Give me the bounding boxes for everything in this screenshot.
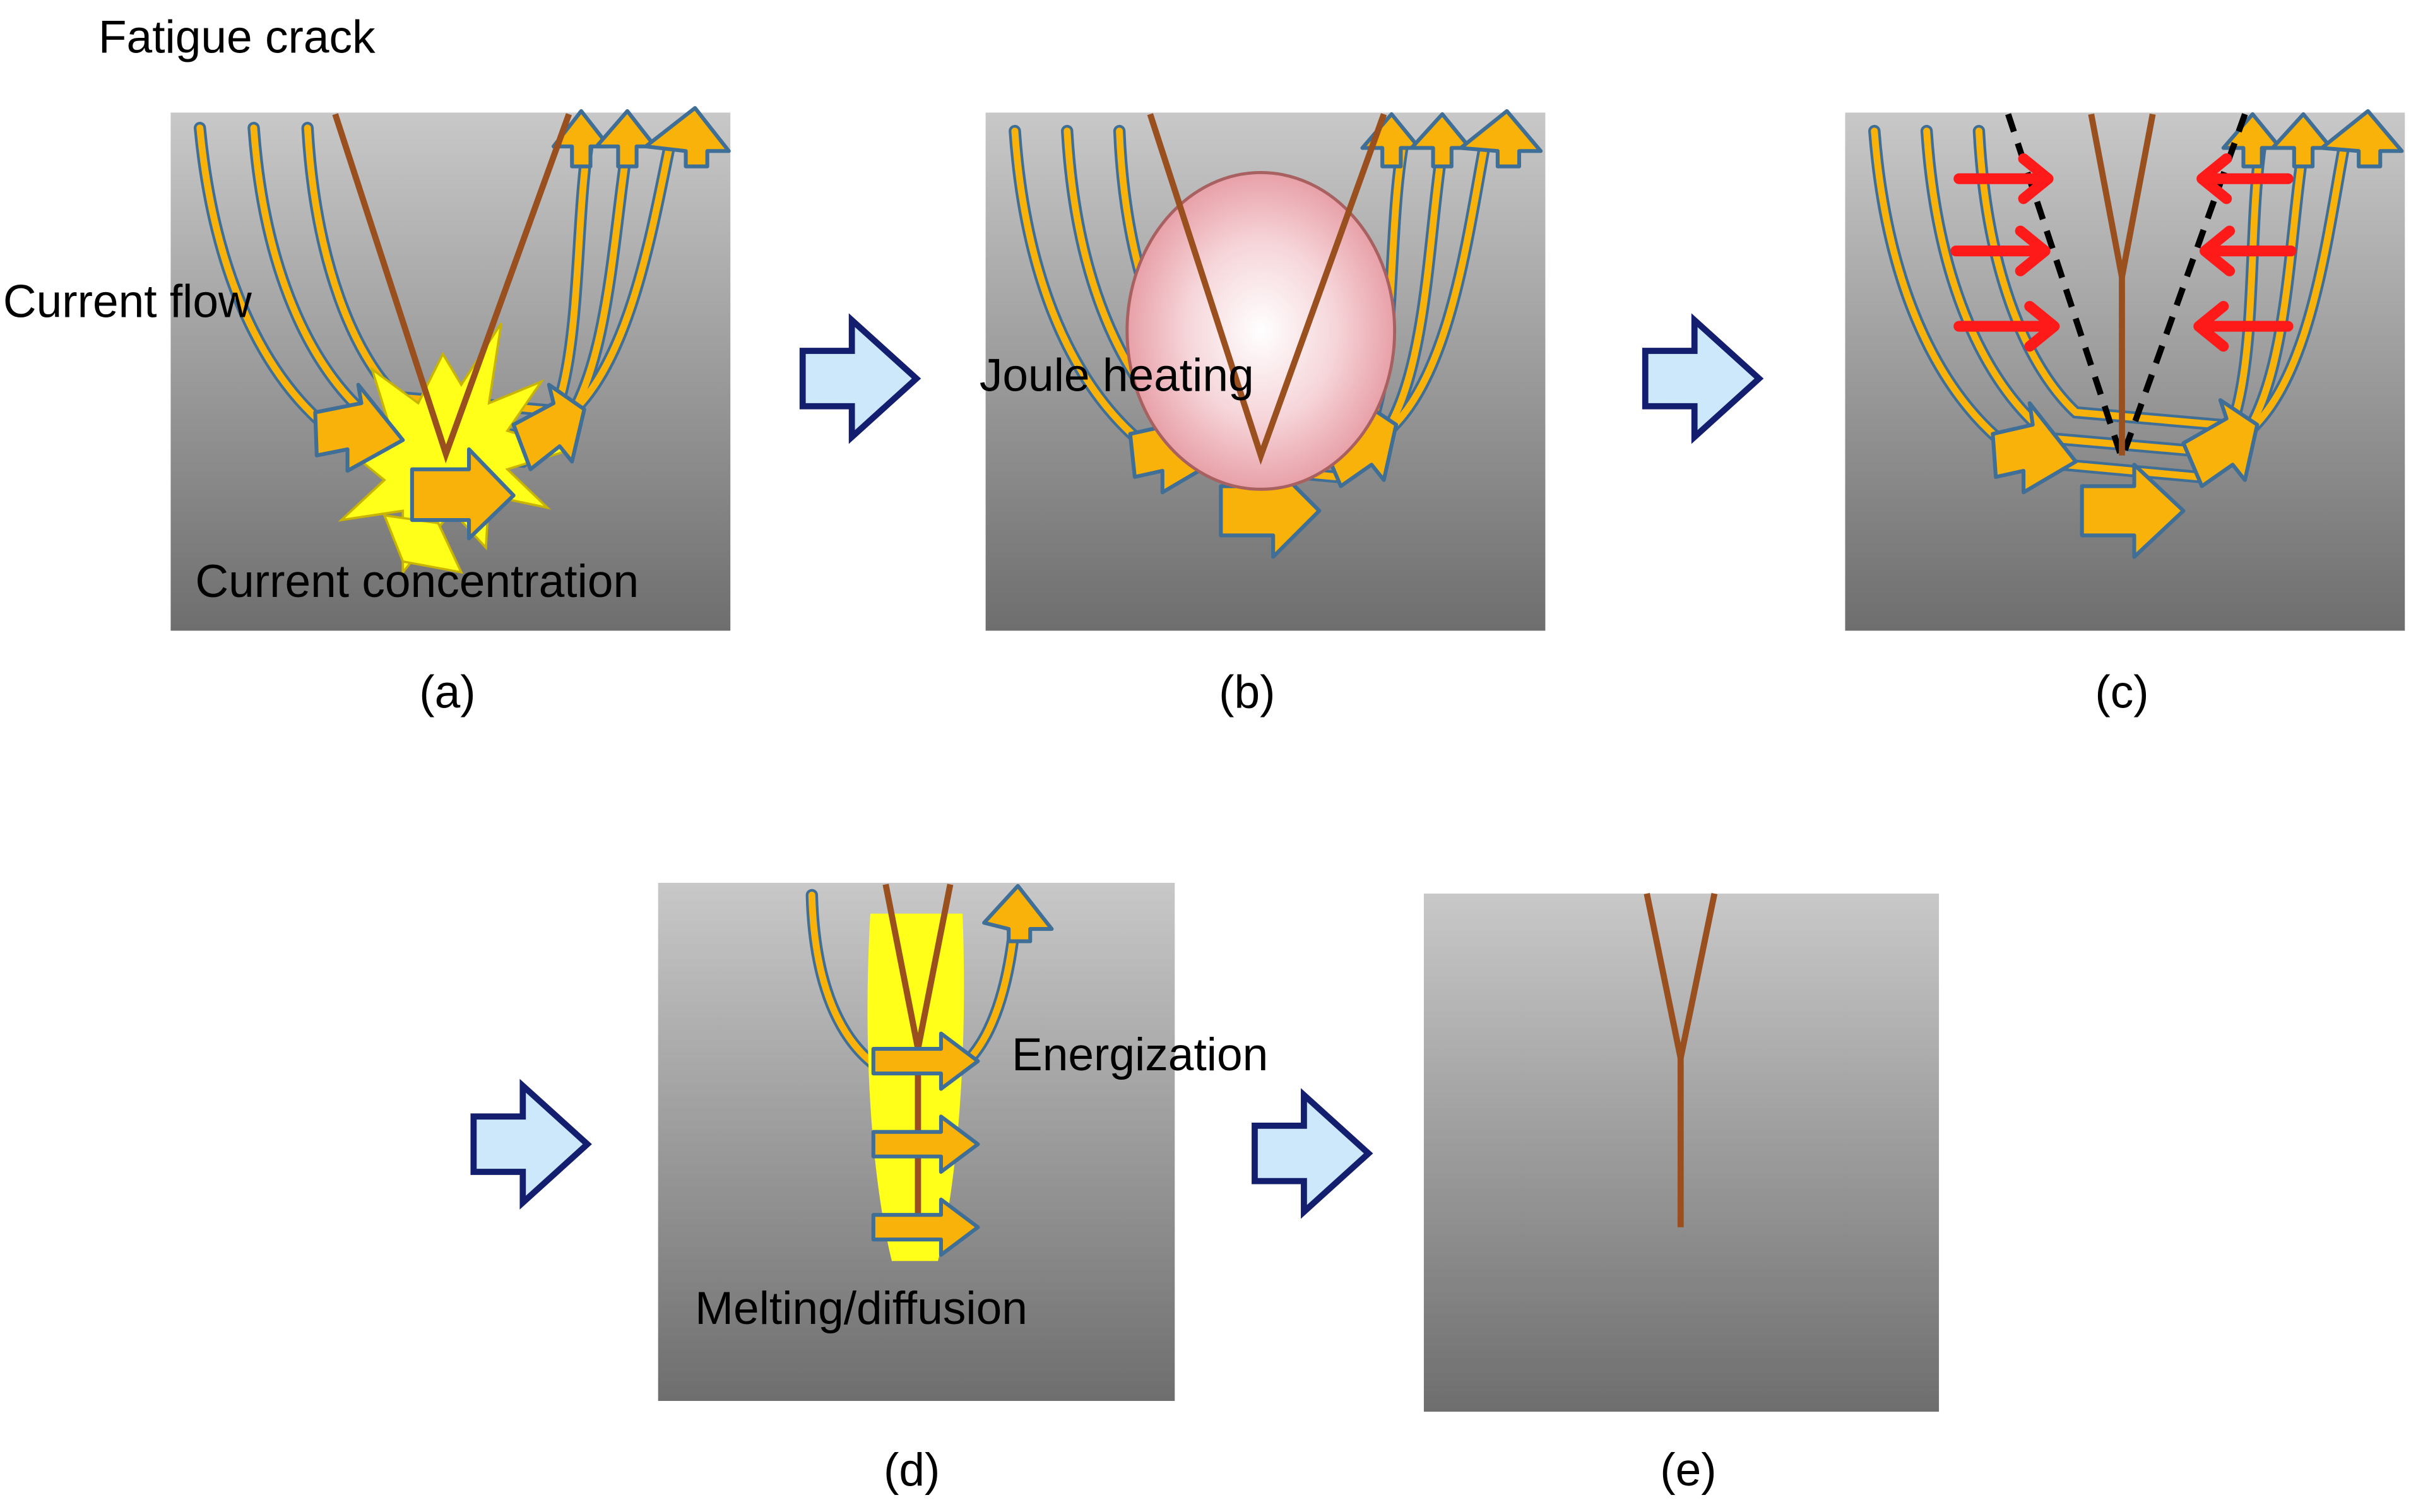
panel-label-a: (a) xyxy=(419,666,475,718)
crack-b xyxy=(1147,113,1387,465)
label-current-concentration: Current concentration xyxy=(195,556,639,607)
panel-b xyxy=(985,109,1546,631)
step-arrow-d-e xyxy=(1252,1088,1373,1219)
step-arrow-a-b xyxy=(799,313,921,444)
panel-label-c: (c) xyxy=(2095,666,2148,718)
step-arrows xyxy=(470,313,1764,1219)
current-arrows-a xyxy=(313,106,731,541)
crack-a xyxy=(332,113,572,464)
energization-arrows xyxy=(871,883,1054,1257)
panel-label-b: (b) xyxy=(1219,666,1275,718)
label-melting-diffusion: Melting/diffusion xyxy=(695,1283,1028,1334)
label-joule-heating: Joule heating xyxy=(980,350,1254,401)
spark-burst xyxy=(332,322,576,576)
panel-a xyxy=(170,106,731,631)
crack-e xyxy=(1644,893,1718,1227)
label-energization: Energization xyxy=(1012,1029,1268,1080)
step-arrow-c-d xyxy=(470,1078,592,1210)
crack-c xyxy=(2088,113,2156,456)
panel-label-e: (e) xyxy=(1660,1444,1716,1496)
current-arrows-c xyxy=(1991,109,2404,559)
annotations: Fatigue crack Current flow Current conce… xyxy=(3,11,2149,1496)
panel-c xyxy=(1845,109,2405,631)
compression-arrows xyxy=(1950,153,2297,352)
step-arrow-b-c xyxy=(1642,313,1764,444)
label-current-flow: Current flow xyxy=(3,276,252,327)
joule-heating-zone xyxy=(1125,171,1397,491)
panel-e xyxy=(1423,893,1940,1412)
panel-d xyxy=(658,882,1175,1401)
label-fatigue-crack: Fatigue crack xyxy=(98,11,376,62)
panel-label-d: (d) xyxy=(884,1444,940,1496)
